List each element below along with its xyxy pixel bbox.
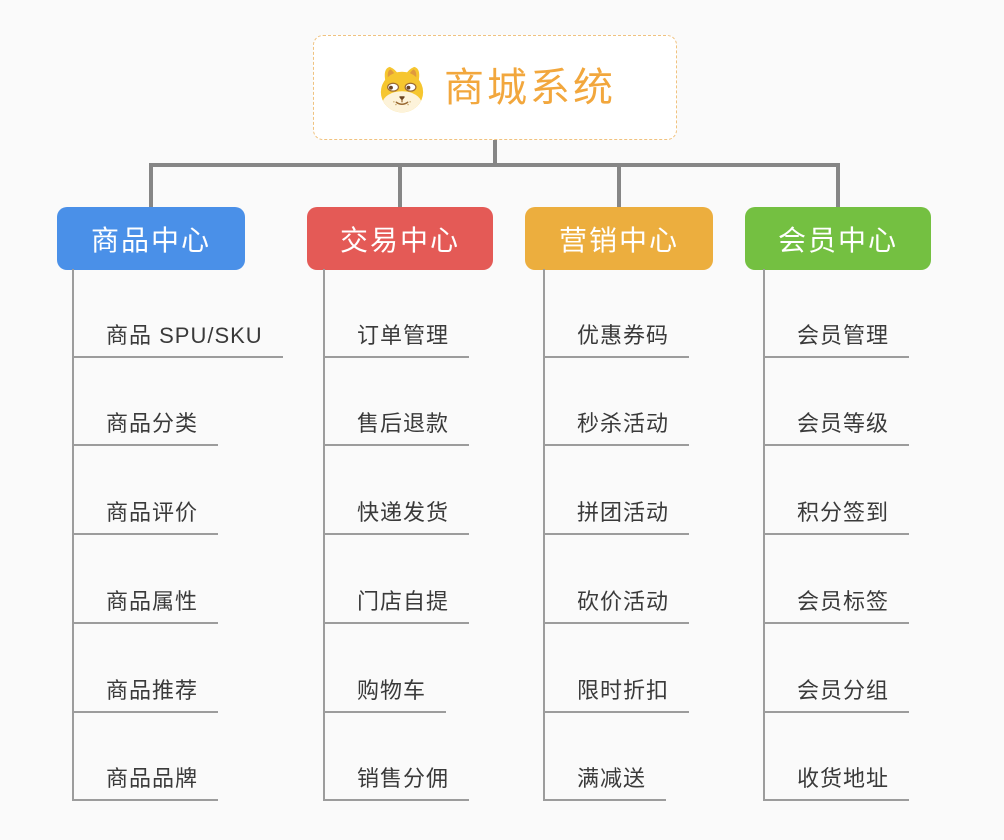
leaf-node[interactable]: 限时折扣 — [543, 679, 690, 713]
leaf-node[interactable]: 收货地址 — [763, 767, 910, 801]
leaf-node[interactable]: 商品属性 — [72, 590, 219, 624]
leaf-node[interactable]: 会员等级 — [763, 412, 910, 446]
leaf-node[interactable]: 会员分组 — [763, 679, 910, 713]
branch-header-2[interactable]: 营销中心 — [525, 207, 713, 270]
leaf-node[interactable]: 秒杀活动 — [543, 412, 690, 446]
leaf-node[interactable]: 购物车 — [323, 679, 447, 713]
root-node[interactable]: 商城系统 — [313, 35, 677, 140]
leaf-node[interactable]: 会员标签 — [763, 590, 910, 624]
leaf-node[interactable]: 积分签到 — [763, 501, 910, 535]
connector-bus — [149, 163, 840, 167]
leaf-node[interactable]: 拼团活动 — [543, 501, 690, 535]
leaf-node[interactable]: 售后退款 — [323, 412, 470, 446]
leaf-node[interactable]: 商品推荐 — [72, 679, 219, 713]
branch-spine-1 — [323, 269, 325, 801]
leaf-node[interactable]: 优惠券码 — [543, 324, 690, 358]
branch-spine-0 — [72, 269, 74, 801]
leaf-node[interactable]: 商品品牌 — [72, 767, 219, 801]
connector-drop-1 — [398, 167, 402, 207]
leaf-node[interactable]: 商品评价 — [72, 501, 219, 535]
branch-header-3[interactable]: 会员中心 — [745, 207, 931, 270]
connector-root-drop — [493, 140, 497, 165]
connector-drop-3 — [836, 167, 840, 207]
leaf-node[interactable]: 订单管理 — [323, 324, 470, 358]
leaf-node[interactable]: 商品分类 — [72, 412, 219, 446]
leaf-node[interactable]: 商品 SPU/SKU — [72, 324, 283, 358]
leaf-node[interactable]: 快递发货 — [323, 501, 470, 535]
connector-drop-0 — [149, 167, 153, 207]
leaf-node[interactable]: 会员管理 — [763, 324, 910, 358]
leaf-node[interactable]: 门店自提 — [323, 590, 470, 624]
root-title: 商城系统 — [444, 65, 616, 110]
connector-drop-2 — [617, 167, 621, 207]
branch-spine-2 — [543, 269, 545, 801]
branch-spine-3 — [763, 269, 765, 801]
leaf-node[interactable]: 砍价活动 — [543, 590, 690, 624]
leaf-node[interactable]: 满减送 — [543, 767, 667, 801]
branch-header-1[interactable]: 交易中心 — [307, 207, 493, 270]
branch-header-0[interactable]: 商品中心 — [57, 207, 245, 270]
shiba-dog-icon — [380, 66, 424, 112]
leaf-node[interactable]: 销售分佣 — [323, 767, 470, 801]
